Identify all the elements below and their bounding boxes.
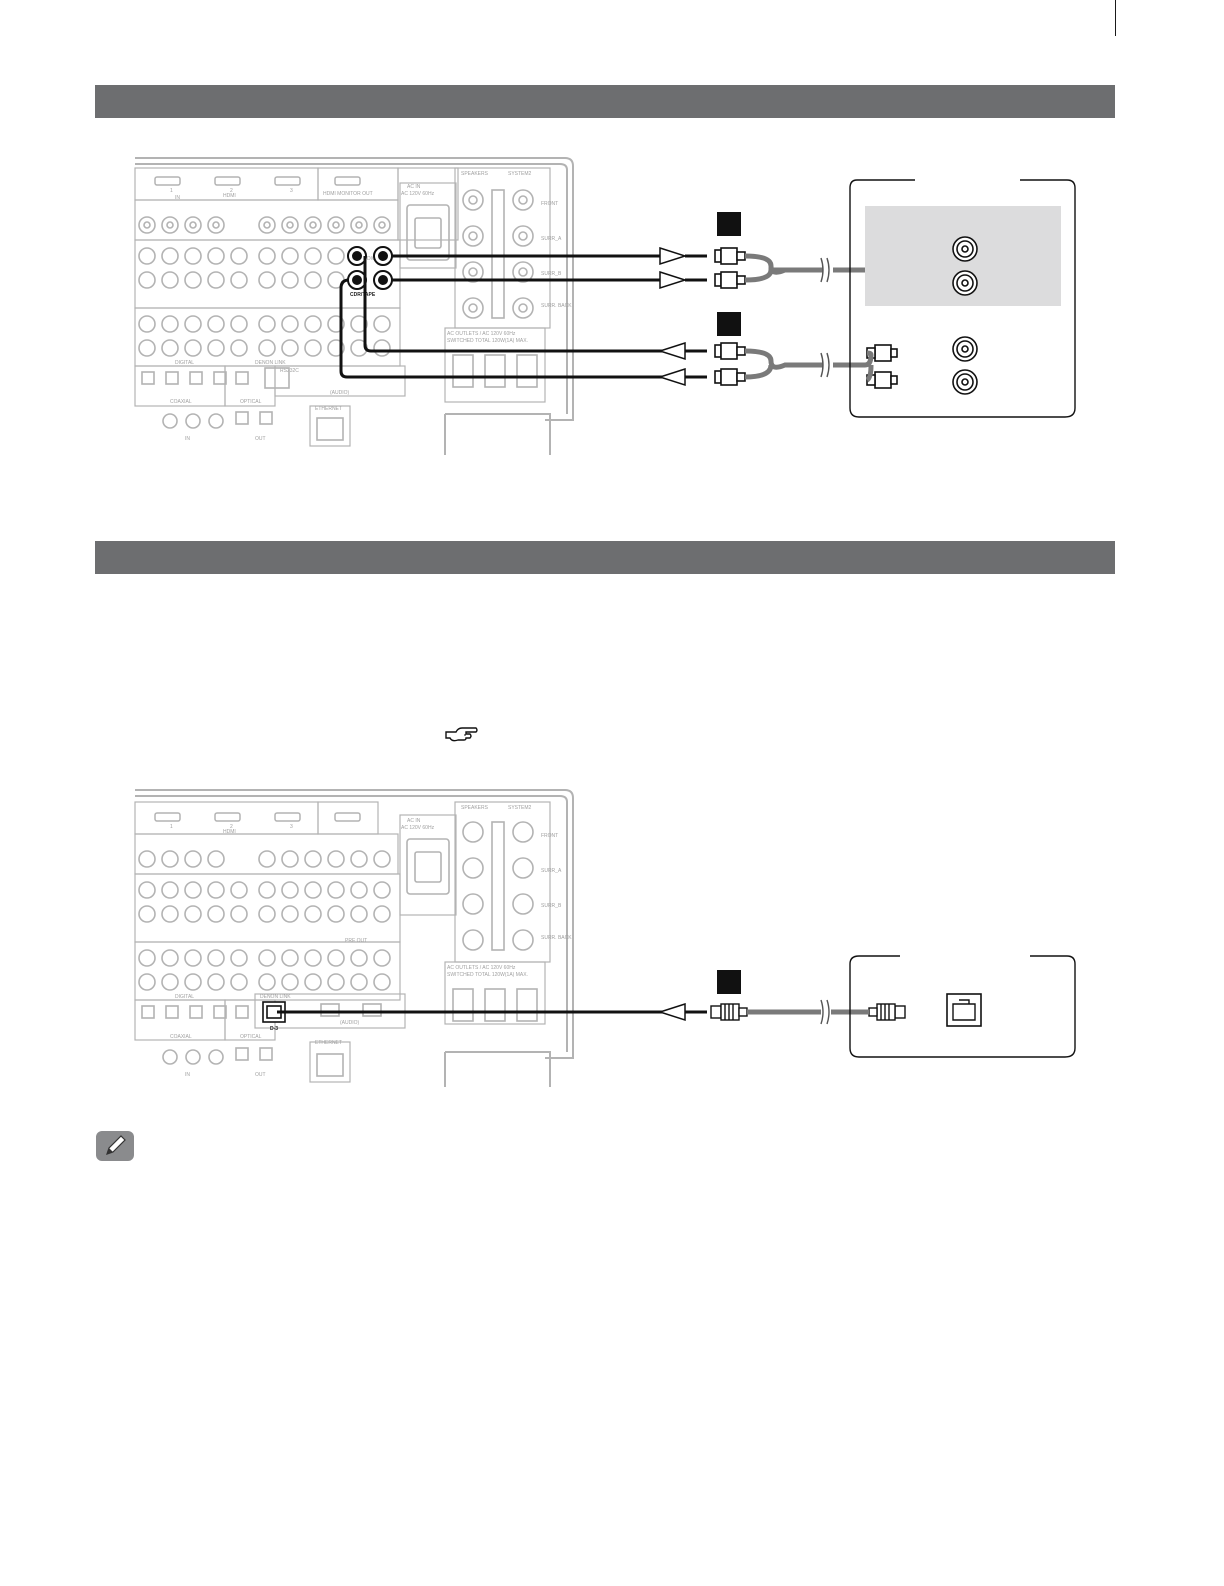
system-label: SYSTEM2 xyxy=(508,171,532,177)
ac-outlets-label: AC OUTLETS / AC 120V 60Hz xyxy=(447,965,516,971)
pre-out-label: PRE OUT xyxy=(345,938,367,944)
denon-link-label: DENON LINK xyxy=(255,360,286,366)
audio-bottom-label: (AUDIO) xyxy=(330,390,350,396)
network-plugs xyxy=(710,1003,906,1021)
optical-label: OPTICAL xyxy=(240,399,262,405)
cdr-tape-jacks[interactable] xyxy=(347,246,393,290)
speaker-front-label: FRONT xyxy=(541,201,558,207)
coaxial-label: COAXIAL xyxy=(170,1034,192,1040)
cable-lines xyxy=(339,254,663,379)
speakers-label: SPEAKERS xyxy=(461,805,489,811)
signal-arrow xyxy=(657,1002,686,1022)
out-label-bottom: OUT xyxy=(255,436,266,442)
ac-in-label: AC IN xyxy=(407,184,421,190)
signal-arrows xyxy=(657,246,688,387)
hdmi-number: 2 xyxy=(230,824,233,830)
monitor-out-label: HDMI MONITOR OUT xyxy=(323,191,373,197)
hdmi-number: 2 xyxy=(230,188,233,194)
external-recorder xyxy=(849,179,1076,418)
cable-break-marks xyxy=(820,257,830,378)
digital-label: DIGITAL xyxy=(175,994,194,1000)
speakers-label: SPEAKERS xyxy=(461,171,489,177)
ac-outlets-label: AC OUTLETS / AC 120V 60Hz xyxy=(447,331,516,337)
cdr-tape-label: CDR/TAPE xyxy=(350,292,376,298)
pointing-hand-icon xyxy=(445,727,478,742)
digital-label: DIGITAL xyxy=(175,360,194,366)
audio-bottom-label: (AUDIO) xyxy=(340,1020,360,1026)
coaxial-label: COAXIAL xyxy=(170,399,192,405)
hdmi-number: 3 xyxy=(290,824,293,830)
speaker-surr-b-label: SURR_B xyxy=(541,271,562,277)
connection-diagram-cdr-tape: 1 2 3 HDMI IN HDMI MONITOR OUT AC IN AC … xyxy=(95,150,1095,460)
system-label: SYSTEM2 xyxy=(508,805,532,811)
cable-marker-1 xyxy=(717,212,741,236)
external-network-device xyxy=(849,955,1076,1058)
receiver-rear-panel xyxy=(134,157,574,455)
jack-rows xyxy=(138,189,538,441)
receiver-rear-panel-2 xyxy=(134,789,574,1087)
denon-link-label: DENON LINK xyxy=(260,994,291,1000)
ethernet-label: ETHERNET xyxy=(315,406,342,412)
in-label-bottom: IN xyxy=(185,1072,190,1078)
gray-cables xyxy=(744,251,874,383)
speaker-surr-a-label: SURR_A xyxy=(541,868,562,874)
pencil-icon xyxy=(96,1131,134,1161)
optical-label: OPTICAL xyxy=(240,1034,262,1040)
cable-marker-1 xyxy=(717,970,741,994)
crop-mark xyxy=(1115,0,1116,36)
denon-link-port[interactable] xyxy=(262,1001,286,1023)
speaker-surr-b-label: SURR_B xyxy=(541,903,562,909)
cable-marker-2 xyxy=(717,312,741,336)
hdmi-label: HDMI xyxy=(223,829,236,835)
audio-label: AUDIO xyxy=(360,256,376,262)
section-header-bar-2 xyxy=(95,541,1115,574)
ac-rating-label: AC 120V 60Hz xyxy=(401,825,435,831)
switched-label: SWITCHED TOTAL 120W(1A) MAX. xyxy=(447,338,528,344)
in-label: IN xyxy=(175,195,180,201)
hdmi-label: HDMI xyxy=(223,193,236,199)
hdmi-number: 3 xyxy=(290,188,293,194)
switched-label: SWITCHED TOTAL 120W(1A) MAX. xyxy=(447,972,528,978)
speaker-surr-a-label: SURR_A xyxy=(541,236,562,242)
hdmi-ports xyxy=(154,176,361,186)
out-label-bottom: OUT xyxy=(255,1072,266,1078)
hdmi-number: 1 xyxy=(170,824,173,830)
in-label-bottom: IN xyxy=(185,436,190,442)
speaker-surr-back-label: SURR. BACK xyxy=(541,935,572,941)
ethernet-label: ETHERNET xyxy=(315,1040,342,1046)
connection-diagram-denon-link: 1 2 3 HDMI AC IN AC 120V 60Hz SPEAKERS S… xyxy=(95,782,1095,1092)
hdmi-number: 1 xyxy=(170,188,173,194)
section-header-bar-1 xyxy=(95,85,1115,118)
speaker-surr-back-label: SURR. BACK xyxy=(541,303,572,309)
dlink-port-label: D-3 xyxy=(270,1026,278,1032)
speaker-front-label: FRONT xyxy=(541,833,558,839)
ac-rating-label: AC 120V 60Hz xyxy=(401,191,435,197)
ac-in-label: AC IN xyxy=(407,818,421,824)
